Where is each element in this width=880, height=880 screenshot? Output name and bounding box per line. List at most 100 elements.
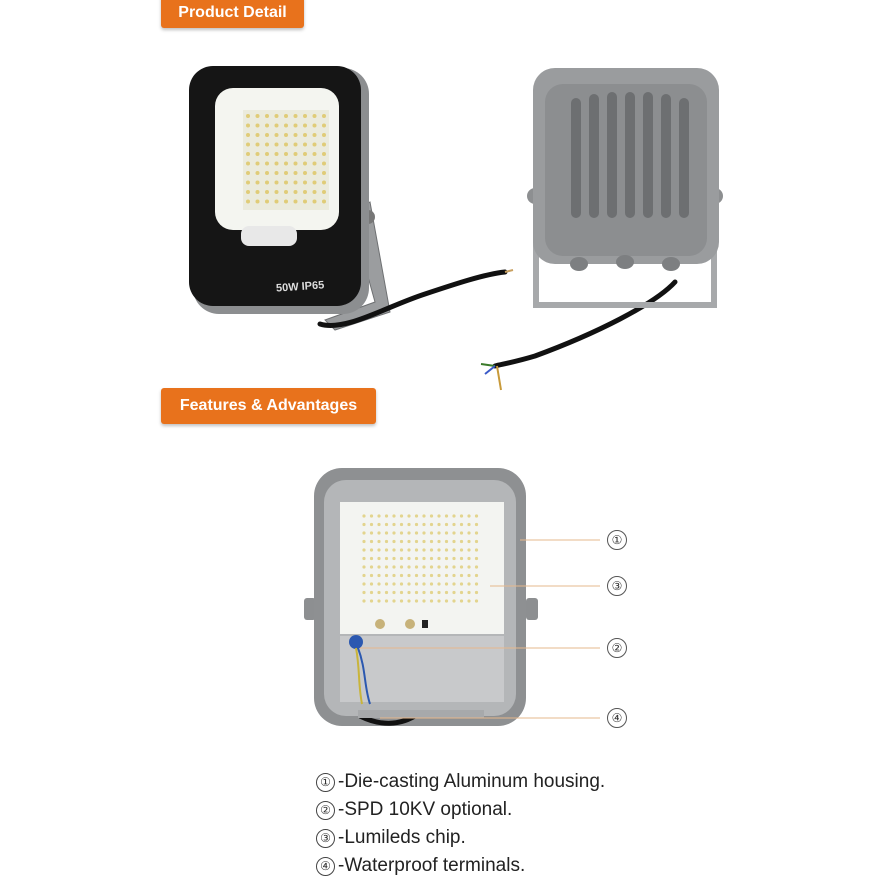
led-dot bbox=[474, 590, 479, 595]
led-dot bbox=[429, 556, 434, 561]
led-dot bbox=[459, 582, 464, 586]
led-dot bbox=[246, 180, 250, 185]
led-dot bbox=[467, 565, 471, 569]
led-dot bbox=[274, 142, 279, 147]
features-list: ① -Die-casting Aluminum housing. ② -SPD … bbox=[316, 768, 605, 880]
led-dot bbox=[362, 582, 366, 586]
led-dot bbox=[399, 539, 404, 544]
led-dot bbox=[265, 171, 269, 175]
led-dot bbox=[444, 582, 449, 586]
callout-1: ① bbox=[607, 530, 627, 550]
led-dot bbox=[362, 539, 366, 544]
led-dot bbox=[444, 573, 449, 578]
led-dot bbox=[274, 199, 279, 204]
led-dot bbox=[369, 522, 374, 527]
led-dot bbox=[414, 539, 419, 544]
led-dot bbox=[303, 152, 307, 156]
feature-item: ② -SPD 10KV optional. bbox=[316, 796, 605, 824]
led-dot bbox=[399, 590, 404, 595]
led-dot bbox=[452, 582, 456, 586]
led-dot bbox=[274, 190, 279, 194]
led-dot bbox=[444, 590, 449, 595]
led-dot bbox=[255, 114, 260, 118]
led-dot bbox=[369, 556, 374, 561]
feature-text: -Lumileds chip. bbox=[338, 827, 466, 848]
led-dot bbox=[474, 531, 479, 535]
led-dot bbox=[392, 548, 396, 552]
led-dot bbox=[293, 171, 298, 175]
led-dot bbox=[422, 522, 426, 527]
led-dot bbox=[377, 565, 381, 569]
led-dot bbox=[265, 152, 269, 156]
floodlight-front-image bbox=[189, 66, 514, 331]
led-dot bbox=[274, 123, 279, 128]
led-dot bbox=[303, 180, 307, 185]
led-dot bbox=[384, 573, 389, 578]
led-dot bbox=[467, 599, 471, 603]
led-dot bbox=[407, 531, 411, 535]
led-dot bbox=[407, 582, 411, 586]
led-dot bbox=[414, 522, 419, 527]
led-dot bbox=[312, 161, 317, 166]
led-dot bbox=[474, 573, 479, 578]
led-dot bbox=[444, 548, 449, 552]
led-dot bbox=[399, 531, 404, 535]
led-dot bbox=[284, 142, 288, 147]
led-dot bbox=[399, 573, 404, 578]
led-dot bbox=[265, 199, 269, 204]
led-dot bbox=[377, 573, 381, 578]
led-dot bbox=[322, 123, 326, 128]
led-dot bbox=[407, 522, 411, 527]
led-dot bbox=[274, 171, 279, 175]
led-dot bbox=[362, 531, 366, 535]
led-dot bbox=[284, 171, 288, 175]
led-dot bbox=[377, 522, 381, 527]
led-dot bbox=[265, 161, 269, 166]
led-dot bbox=[467, 522, 471, 527]
led-dot bbox=[312, 152, 317, 156]
led-dot bbox=[407, 565, 411, 569]
callout-2: ② bbox=[607, 638, 627, 658]
led-dot bbox=[399, 556, 404, 561]
led-dot bbox=[265, 133, 269, 137]
led-dot bbox=[437, 582, 441, 586]
led-dot bbox=[429, 531, 434, 535]
led-dot bbox=[429, 599, 434, 603]
led-dot bbox=[246, 152, 250, 156]
led-dot bbox=[255, 152, 260, 156]
led-dot bbox=[414, 548, 419, 552]
led-dot bbox=[377, 514, 381, 518]
led-dot bbox=[429, 565, 434, 569]
led-dot bbox=[293, 199, 298, 204]
led-dot bbox=[429, 514, 434, 518]
led-dot bbox=[467, 531, 471, 535]
led-dot bbox=[392, 531, 396, 535]
led-dot bbox=[437, 539, 441, 544]
led-dot bbox=[467, 514, 471, 518]
led-dot bbox=[322, 152, 326, 156]
led-dot bbox=[452, 531, 456, 535]
led-dot bbox=[377, 531, 381, 535]
led-dot bbox=[377, 590, 381, 595]
led-dot bbox=[429, 522, 434, 527]
led-dot bbox=[467, 539, 471, 544]
led-dot bbox=[429, 590, 434, 595]
led-dot bbox=[452, 573, 456, 578]
feature-text: -Die-casting Aluminum housing. bbox=[338, 771, 606, 792]
feature-number: ① bbox=[316, 772, 335, 792]
led-dot bbox=[467, 590, 471, 595]
led-dot bbox=[322, 199, 326, 204]
led-dot bbox=[399, 514, 404, 518]
led-dot bbox=[384, 539, 389, 544]
led-dot bbox=[303, 114, 307, 118]
led-dot bbox=[407, 590, 411, 595]
led-dot bbox=[399, 548, 404, 552]
led-dot bbox=[437, 599, 441, 603]
led-dot bbox=[362, 556, 366, 561]
led-dot bbox=[437, 548, 441, 552]
led-dot bbox=[474, 556, 479, 561]
led-dot bbox=[444, 522, 449, 527]
led-dot bbox=[422, 531, 426, 535]
led-dot bbox=[392, 573, 396, 578]
led-dot bbox=[422, 565, 426, 569]
